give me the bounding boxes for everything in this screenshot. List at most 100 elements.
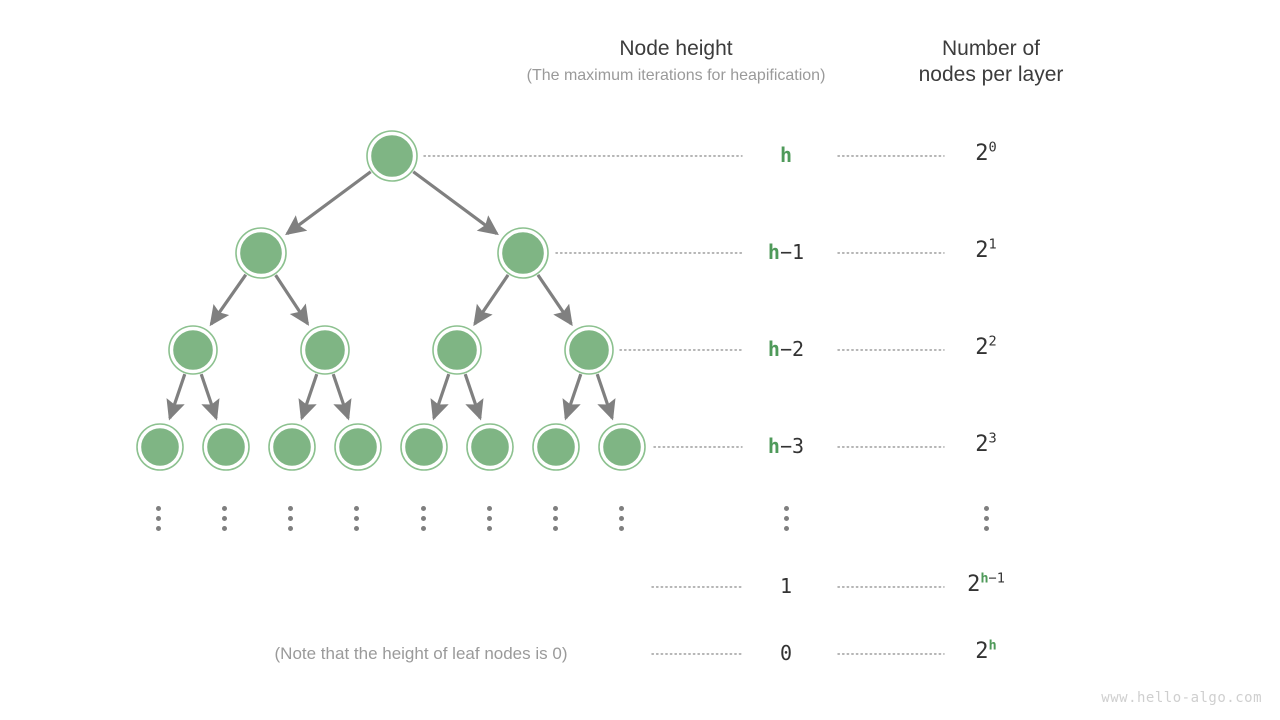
count-base: 2: [975, 335, 989, 360]
tree-ellipsis: [353, 506, 359, 531]
tree-edge: [166, 373, 187, 421]
tree-node[interactable]: [235, 227, 287, 279]
tree-edge: [209, 273, 248, 327]
dot: [353, 516, 359, 521]
node-count-title-line2: nodes per layer: [918, 62, 1064, 86]
node-outer-ring: [466, 423, 514, 471]
node-count-label: 2h−1: [926, 572, 1046, 597]
height-symbol-h: h: [779, 143, 793, 167]
count-base: 2: [975, 639, 989, 664]
node-disc: [337, 426, 379, 468]
count-exponent: 3: [989, 431, 997, 447]
dot: [618, 506, 624, 511]
count-base: 2: [975, 432, 989, 457]
node-height-title: Node height: [619, 37, 733, 60]
leaf-height-note: (Note that the height of leaf nodes is 0…: [274, 644, 568, 663]
tree-edge: [536, 274, 573, 327]
node-count-title-line1: Number of: [941, 37, 1041, 60]
count-exponent: 2: [989, 334, 997, 350]
dot: [983, 506, 989, 511]
tree-node[interactable]: [532, 423, 580, 471]
node-outer-ring: [598, 423, 646, 471]
node-outer-ring: [564, 325, 614, 375]
exponent-symbol-h: h: [988, 637, 997, 654]
height-symbol-h: h: [767, 434, 780, 458]
tree-ellipsis: [486, 506, 492, 531]
node-outer-ring: [168, 325, 218, 375]
node-disc: [435, 328, 479, 372]
node-disc: [535, 426, 577, 468]
tree-ellipsis: [618, 506, 624, 531]
tree-node[interactable]: [168, 325, 218, 375]
node-disc: [171, 328, 215, 372]
dot: [486, 526, 492, 531]
tree-node[interactable]: [268, 423, 316, 471]
node-outer-ring: [400, 423, 448, 471]
dot: [287, 506, 293, 511]
dot: [420, 506, 426, 511]
node-disc: [403, 426, 445, 468]
height-symbol-h: h: [767, 240, 780, 264]
tree-node[interactable]: [598, 423, 646, 471]
tree-ellipsis: [552, 506, 558, 531]
tree-ellipsis: [221, 506, 227, 531]
node-disc: [238, 230, 284, 276]
tree-edge: [473, 274, 510, 327]
tree-edge: [463, 373, 484, 421]
tree-edge: [430, 373, 451, 421]
node-count-label: 2h: [926, 639, 1046, 664]
node-disc: [369, 133, 415, 179]
node-outer-ring: [268, 423, 316, 471]
tree-node[interactable]: [466, 423, 514, 471]
dot: [983, 516, 989, 521]
exponent-offset: 3: [988, 430, 997, 447]
dot: [155, 506, 161, 511]
node-disc: [139, 426, 181, 468]
dot: [552, 526, 558, 531]
count-exponent: 0: [989, 140, 997, 156]
tree-edges: [166, 170, 616, 421]
node-outer-ring: [432, 325, 482, 375]
tree-node[interactable]: [334, 423, 382, 471]
height-ellipsis: [783, 506, 789, 531]
tree-node[interactable]: [300, 325, 350, 375]
tree-node[interactable]: [497, 227, 549, 279]
node-outer-ring: [497, 227, 549, 279]
tree-edge: [595, 373, 616, 421]
node-count-label: 22: [926, 335, 1046, 360]
tree-node[interactable]: [136, 423, 184, 471]
dot: [287, 526, 293, 531]
dot: [420, 516, 426, 521]
count-base: 2: [967, 572, 981, 597]
tree-ellipsis: [155, 506, 161, 531]
node-count-column-header: Number of nodes per layer: [886, 36, 1096, 87]
tree-edge: [331, 373, 352, 421]
tree-edge: [274, 274, 310, 326]
dot: [783, 506, 789, 511]
node-count-label: 23: [926, 432, 1046, 457]
height-label: h−2: [726, 337, 846, 361]
count-base: 2: [975, 141, 989, 166]
dot: [155, 526, 161, 531]
tree-ellipsis: [420, 506, 426, 531]
node-outer-ring: [366, 130, 418, 182]
exponent-offset: 2: [988, 333, 997, 350]
dot: [221, 506, 227, 511]
height-label: h−1: [726, 240, 846, 264]
count-exponent: h: [989, 638, 997, 654]
node-count-label: 20: [926, 141, 1046, 166]
tree-node[interactable]: [202, 423, 250, 471]
tree-node[interactable]: [366, 130, 418, 182]
tree-node[interactable]: [400, 423, 448, 471]
node-count-label: 21: [926, 238, 1046, 263]
count-exponent: h−1: [980, 571, 1005, 587]
count-ellipsis: [983, 506, 989, 531]
dot: [618, 526, 624, 531]
tree-node[interactable]: [432, 325, 482, 375]
height-offset: 0: [779, 641, 793, 665]
dot: [486, 516, 492, 521]
exponent-offset: −1: [988, 570, 1005, 587]
dot: [618, 516, 624, 521]
node-disc: [601, 426, 643, 468]
tree-node[interactable]: [564, 325, 614, 375]
